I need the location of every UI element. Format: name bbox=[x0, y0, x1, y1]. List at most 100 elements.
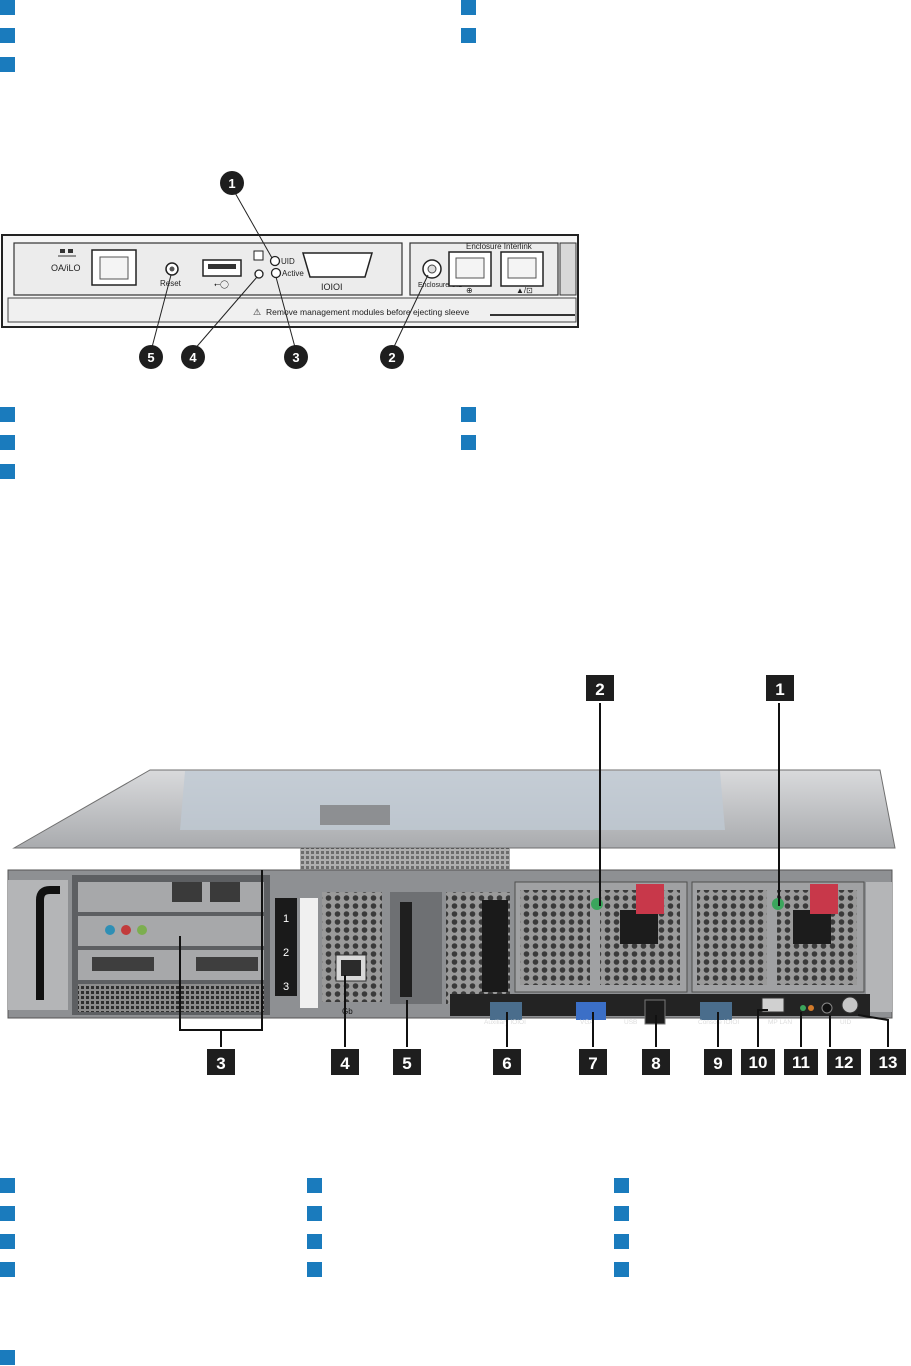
ps2-led bbox=[591, 898, 603, 910]
svg-text:1: 1 bbox=[228, 176, 235, 191]
callout-box-5: 5 bbox=[391, 1047, 423, 1077]
svg-text:3: 3 bbox=[216, 1054, 225, 1073]
callout-box-7: 7 bbox=[577, 1047, 609, 1077]
svg-text:7: 7 bbox=[588, 1054, 597, 1073]
callout-box-8: 8 bbox=[640, 1047, 672, 1077]
legend-marker bbox=[0, 28, 15, 43]
mp-lan-label: MP LAN bbox=[768, 1019, 792, 1026]
svg-text:4: 4 bbox=[189, 350, 197, 365]
legend-marker bbox=[0, 464, 15, 479]
legend-marker bbox=[0, 435, 15, 450]
serial-port[interactable] bbox=[302, 252, 373, 278]
rear-server-figure: 1 2 3 Gb Auxiliary IOIOI bbox=[0, 670, 911, 1140]
svg-text:12: 12 bbox=[835, 1053, 854, 1072]
eject-warning-label: Remove management modules before ejectin… bbox=[266, 307, 469, 317]
active-led-label: Active bbox=[282, 269, 304, 278]
legend-marker bbox=[461, 435, 476, 450]
legend-marker bbox=[0, 407, 15, 422]
legend-marker bbox=[461, 28, 476, 43]
gb-label: Gb bbox=[342, 1007, 353, 1016]
callout-box-11: 11 bbox=[782, 1047, 820, 1077]
power-inlet-2[interactable] bbox=[620, 910, 658, 944]
console-port[interactable] bbox=[700, 1002, 732, 1020]
legend-marker bbox=[0, 0, 15, 15]
callout-box-12: 12 bbox=[825, 1047, 863, 1077]
legend-marker bbox=[307, 1178, 322, 1193]
enclosure-interlink-label: Enclosure Interlink bbox=[466, 242, 533, 251]
legend-marker bbox=[307, 1234, 322, 1249]
callout-4: 4 bbox=[181, 345, 205, 369]
reset-label: Reset bbox=[160, 279, 182, 288]
legend-marker bbox=[614, 1178, 629, 1193]
mp-reset-button[interactable] bbox=[821, 1002, 833, 1014]
callout-box-1: 1 bbox=[764, 673, 796, 703]
mp-lan-led bbox=[800, 1005, 806, 1011]
network-icon bbox=[58, 249, 76, 257]
usb-label: USB bbox=[624, 1019, 637, 1026]
active-led bbox=[270, 267, 282, 279]
power-inlet-1[interactable] bbox=[793, 910, 831, 944]
callout-box-10: 10 bbox=[739, 1047, 777, 1077]
svg-text:5: 5 bbox=[147, 350, 154, 365]
legend-marker bbox=[614, 1206, 629, 1221]
mp-lan-activity-led bbox=[808, 1005, 814, 1011]
callout-box-9: 9 bbox=[702, 1047, 734, 1077]
release-handle-2[interactable] bbox=[636, 884, 664, 914]
legend-marker bbox=[614, 1234, 629, 1249]
callout-2: 2 bbox=[380, 345, 404, 369]
oa-ilo-label: OA/iLO bbox=[51, 263, 81, 273]
callout-box-6: 6 bbox=[491, 1047, 523, 1077]
vga-port[interactable] bbox=[576, 1002, 606, 1020]
slot-number-3: 3 bbox=[283, 981, 289, 993]
svg-text:11: 11 bbox=[792, 1053, 810, 1072]
svg-text:8: 8 bbox=[651, 1054, 660, 1073]
svg-text:5: 5 bbox=[402, 1054, 411, 1073]
legend-marker bbox=[0, 1262, 15, 1277]
legend-marker bbox=[0, 1350, 15, 1365]
legend-marker bbox=[307, 1206, 322, 1221]
usb-icon: ⭠◯ bbox=[214, 280, 229, 289]
uid-label: UID bbox=[840, 1019, 852, 1026]
uid-led-label: UID bbox=[281, 257, 295, 266]
callout-box-3: 3 bbox=[205, 1047, 237, 1077]
svg-text:2: 2 bbox=[388, 350, 395, 365]
callout-5: 5 bbox=[139, 345, 163, 369]
monitor-icon bbox=[253, 250, 264, 261]
uid-led bbox=[269, 255, 281, 267]
svg-text:10: 10 bbox=[749, 1053, 768, 1072]
svg-text:4: 4 bbox=[340, 1054, 350, 1073]
callout-3: 3 bbox=[284, 345, 308, 369]
rear-server-photo: 1 2 3 Gb Auxiliary IOIOI bbox=[7, 673, 908, 1077]
uplink-icon: ▲/⊡ bbox=[516, 286, 533, 295]
legend-marker bbox=[0, 57, 15, 72]
uid-button-led[interactable] bbox=[841, 996, 859, 1014]
slot-number-2: 2 bbox=[283, 947, 289, 959]
callout-box-2: 2 bbox=[584, 673, 616, 703]
callout-box-4: 4 bbox=[329, 1047, 361, 1077]
legend-marker bbox=[461, 407, 476, 422]
callout-1: 1 bbox=[220, 171, 244, 195]
legend-marker bbox=[0, 1234, 15, 1249]
auxiliary-label: Auxiliary IOIOI bbox=[484, 1019, 526, 1026]
serial-label: IOIOI bbox=[321, 282, 343, 292]
downlink-icon: ⊕ bbox=[466, 286, 473, 295]
warning-icon: ⚠ bbox=[253, 307, 261, 317]
uid-button[interactable] bbox=[254, 269, 264, 279]
release-handle-1[interactable] bbox=[810, 884, 838, 914]
legend-marker bbox=[307, 1262, 322, 1277]
legend-marker bbox=[461, 0, 476, 15]
mp-lan-port[interactable] bbox=[761, 997, 785, 1013]
auxiliary-port[interactable] bbox=[490, 1002, 522, 1020]
management-module-figure: OA/iLO Reset ⭠◯ UID Active IOIOI Enclosu… bbox=[0, 165, 580, 380]
slot-number-1: 1 bbox=[283, 913, 289, 925]
svg-text:9: 9 bbox=[713, 1054, 722, 1073]
svg-text:6: 6 bbox=[502, 1054, 511, 1073]
svg-text:13: 13 bbox=[879, 1053, 898, 1072]
legend-marker bbox=[614, 1262, 629, 1277]
svg-text:1: 1 bbox=[775, 680, 784, 699]
svg-text:2: 2 bbox=[595, 680, 604, 699]
svg-text:3: 3 bbox=[292, 350, 299, 365]
legend-marker bbox=[0, 1178, 15, 1193]
enclosure-uid-label: Enclosure UID bbox=[418, 282, 463, 289]
legend-marker bbox=[0, 1206, 15, 1221]
